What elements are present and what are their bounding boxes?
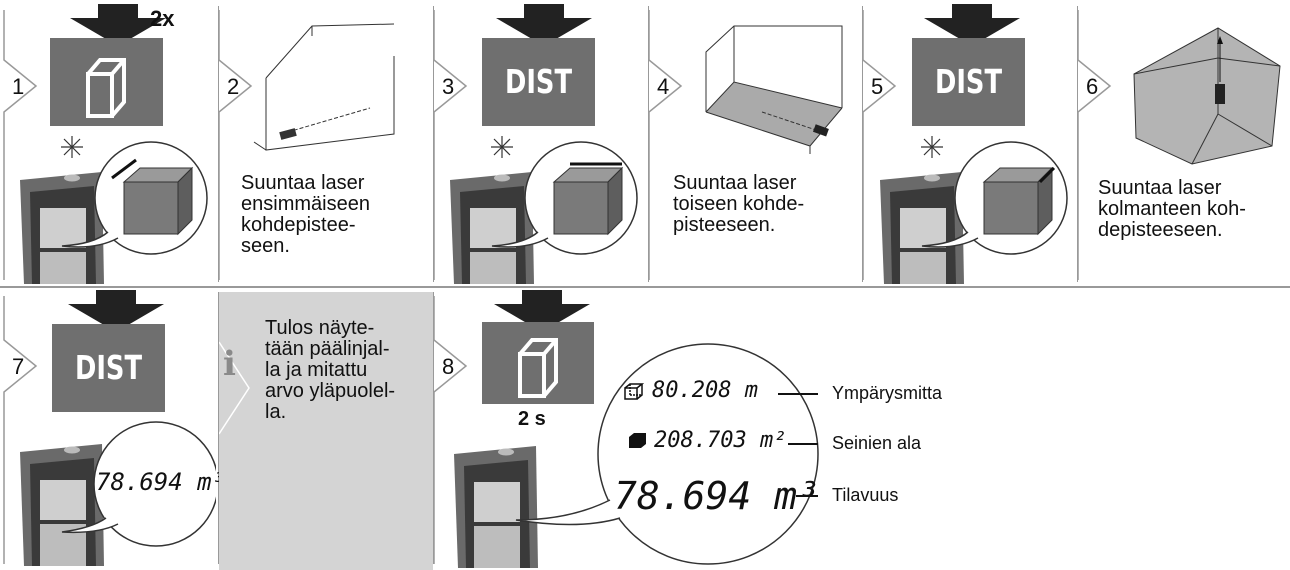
step-caption: Suuntaa laser toiseen kohde- pisteeseen. (673, 172, 805, 236)
info-text: Tulos näyte- tään päälinjal- la ja mitat… (265, 317, 396, 423)
info-panel: i Tulos näyte- tään päälinjal- la ja mit… (219, 292, 433, 570)
press-arrow-icon (924, 4, 1020, 46)
step-caption: Suuntaa laser ensimmäiseen kohdepistee- … (241, 172, 370, 257)
result-value-wall-area: 208.703 m² (654, 428, 787, 453)
open-box-icon (86, 58, 126, 118)
step-number: 5 (871, 74, 884, 99)
wireframe-cube-icon (624, 383, 644, 400)
hold-duration: 2 s (518, 408, 546, 430)
step-number: 8 (442, 354, 455, 379)
step-number: 7 (12, 354, 25, 379)
step-number: 1 (12, 74, 25, 99)
device-with-cube-bubble (450, 136, 638, 284)
panel-divider (218, 292, 219, 564)
open-box-icon (518, 338, 558, 398)
info-chevron (219, 322, 250, 570)
dist-button-label: DIST (934, 62, 1003, 101)
device-with-cube-bubble (20, 136, 208, 284)
result-label-wall-area: Seinien ala (832, 433, 922, 453)
room-second-point-diagram (705, 25, 843, 154)
row-divider (0, 286, 1290, 288)
volume-function-button (50, 38, 163, 126)
step-caption: Suuntaa laser kolmanteen koh- depisteese… (1098, 177, 1246, 241)
dist-button-label: DIST (504, 62, 573, 101)
device-with-results-bubble (454, 343, 819, 568)
volume-function-button (482, 322, 594, 404)
press-arrow-icon (70, 4, 166, 46)
display-volume-readout: 78.694 m³ (96, 468, 227, 496)
step-number: 3 (442, 74, 455, 99)
room-first-point-diagram (253, 23, 395, 151)
result-label-perimeter: Ympärysmitta (832, 383, 943, 403)
press-arrow-icon (68, 290, 164, 332)
leader-line (778, 393, 818, 395)
press-arrow-icon (496, 4, 592, 46)
step-number: 2 (227, 74, 240, 99)
room-third-point-diagram (1133, 27, 1281, 165)
result-value-volume: 78.694 m³ (614, 474, 820, 518)
result-value-perimeter: 80.208 m (652, 378, 758, 403)
dist-button: DIST (482, 38, 595, 126)
device-with-cube-bubble (880, 136, 1068, 284)
dist-button: DIST (52, 324, 165, 412)
step-number: 6 (1086, 74, 1099, 99)
dist-button-label: DIST (74, 348, 143, 387)
leader-line (796, 495, 818, 497)
press-arrow-icon (494, 290, 590, 332)
solid-cube-icon (629, 433, 646, 448)
info-icon: i (223, 344, 236, 384)
step-number: 4 (657, 74, 670, 99)
dist-button: DIST (912, 38, 1025, 126)
result-label-volume: Tilavuus (832, 485, 899, 505)
leader-line (788, 443, 818, 445)
device-with-display-bubble (20, 421, 216, 566)
press-count: 2x (150, 6, 175, 31)
